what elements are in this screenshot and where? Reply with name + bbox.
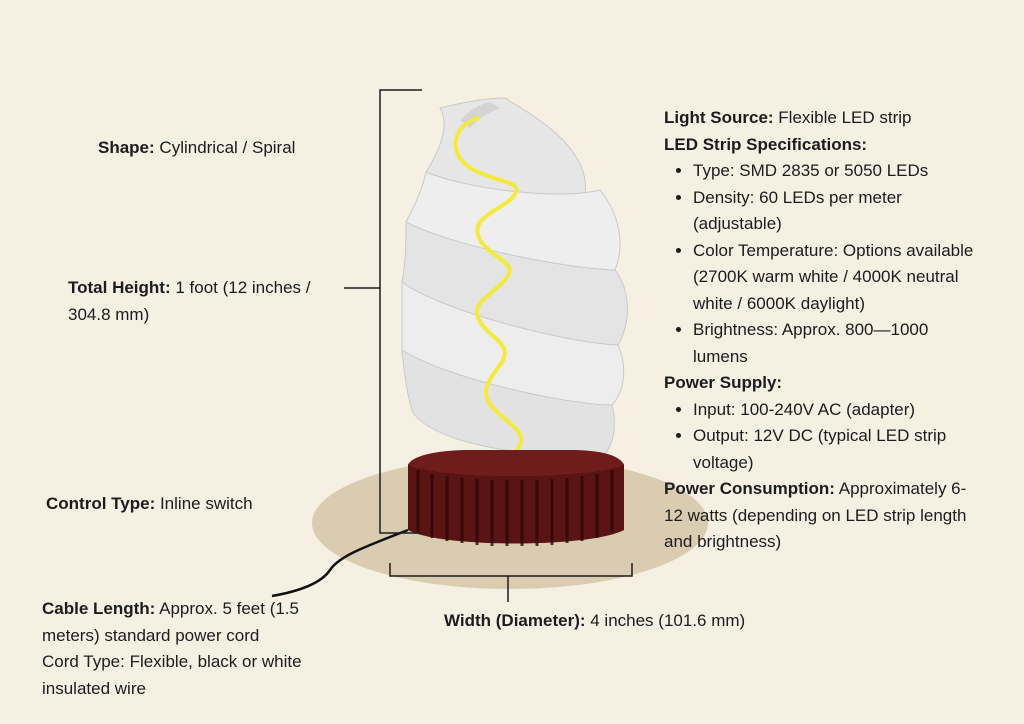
shape-spec: Shape: Cylindrical / Spiral [98, 135, 295, 162]
cable-spec: Cable Length: Approx. 5 feet (1.5 meters… [42, 596, 342, 702]
power-supply-list: Input: 100-240V AC (adapter) Output: 12V… [664, 397, 982, 477]
cable-value: Approx. 5 feet (1.5 meters) standard pow… [42, 599, 299, 645]
list-item: Density: 60 LEDs per meter (adjustable) [693, 185, 982, 238]
light-source-value: Flexible LED strip [773, 108, 912, 127]
led-strip [453, 116, 523, 460]
height-spec: Total Height: 1 foot (12 inches / 304.8 … [68, 275, 340, 328]
spiral-shade [401, 97, 628, 458]
shape-value: Cylindrical / Spiral [154, 138, 296, 157]
cable-label: Cable Length: [42, 599, 156, 618]
list-item: Color Temperature: Options available (27… [693, 238, 982, 318]
height-value: 1 foot (12 inches / 304.8 mm) [68, 278, 311, 324]
list-item: Output: 12V DC (typical LED strip voltag… [693, 423, 982, 476]
light-source-label: Light Source: [664, 108, 774, 127]
width-spec: Width (Diameter): 4 inches (101.6 mm) [444, 608, 745, 635]
height-label: Total Height: [68, 278, 171, 297]
right-specs: Light Source: Flexible LED strip LED Str… [664, 105, 982, 556]
list-item: Brightness: Approx. 800—1000 lumens [693, 317, 982, 370]
width-label: Width (Diameter): [444, 611, 586, 630]
consumption-label: Power Consumption: [664, 479, 835, 498]
power-cable [271, 528, 409, 598]
cord-type: Cord Type: Flexible, black or white insu… [42, 652, 302, 698]
list-item: Type: SMD 2835 or 5050 LEDs [693, 158, 982, 185]
list-item: Input: 100-240V AC (adapter) [693, 397, 982, 424]
shape-label: Shape: [98, 138, 155, 157]
control-label: Control Type: [46, 494, 156, 513]
led-specs-heading: LED Strip Specifications: [664, 134, 868, 154]
width-value: 4 inches (101.6 mm) [585, 611, 746, 630]
height-bracket [344, 89, 422, 534]
width-bracket [389, 563, 633, 602]
led-specs-list: Type: SMD 2835 or 5050 LEDs Density: 60 … [664, 158, 982, 370]
control-value: Inline switch [155, 494, 253, 513]
power-supply-heading: Power Supply: [664, 373, 783, 392]
control-spec: Control Type: Inline switch [46, 491, 253, 518]
base [408, 450, 624, 546]
consumption-value: Approximately 6-12 watts (depending on L… [664, 479, 967, 551]
